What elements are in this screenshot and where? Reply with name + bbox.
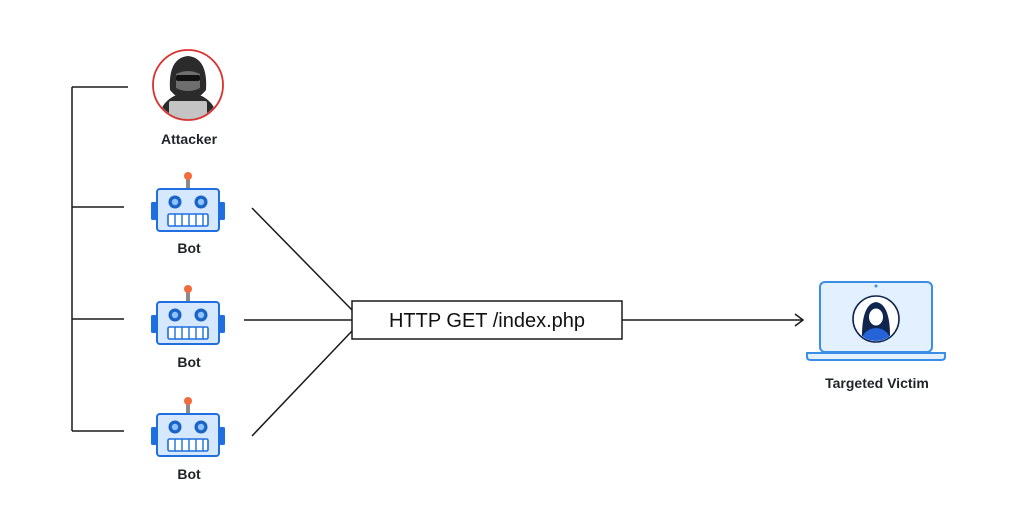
bot-node: Bot <box>150 284 226 370</box>
hooded-hacker-icon <box>152 49 224 121</box>
bot-node: Bot <box>150 396 226 482</box>
robot-icon <box>150 396 226 457</box>
bot-label: Bot <box>177 466 201 482</box>
victim-label: Targeted Victim <box>825 375 929 391</box>
attacker-node: Attacker <box>152 49 224 147</box>
robot-icon <box>150 284 226 345</box>
bot-request-lines <box>244 207 353 437</box>
request-arrow <box>622 313 805 327</box>
bot-node: Bot <box>150 171 226 256</box>
http-request-box: HTTP GET /index.php <box>351 300 623 340</box>
left-bracket <box>71 86 128 432</box>
laptop-victim-icon <box>806 281 946 361</box>
robot-icon <box>150 171 226 232</box>
bot-label: Bot <box>177 354 201 370</box>
victim-node: Targeted Victim <box>806 281 946 391</box>
http-request-label: HTTP GET /index.php <box>389 310 585 332</box>
bot-label: Bot <box>177 240 201 256</box>
attacker-label: Attacker <box>161 131 218 147</box>
